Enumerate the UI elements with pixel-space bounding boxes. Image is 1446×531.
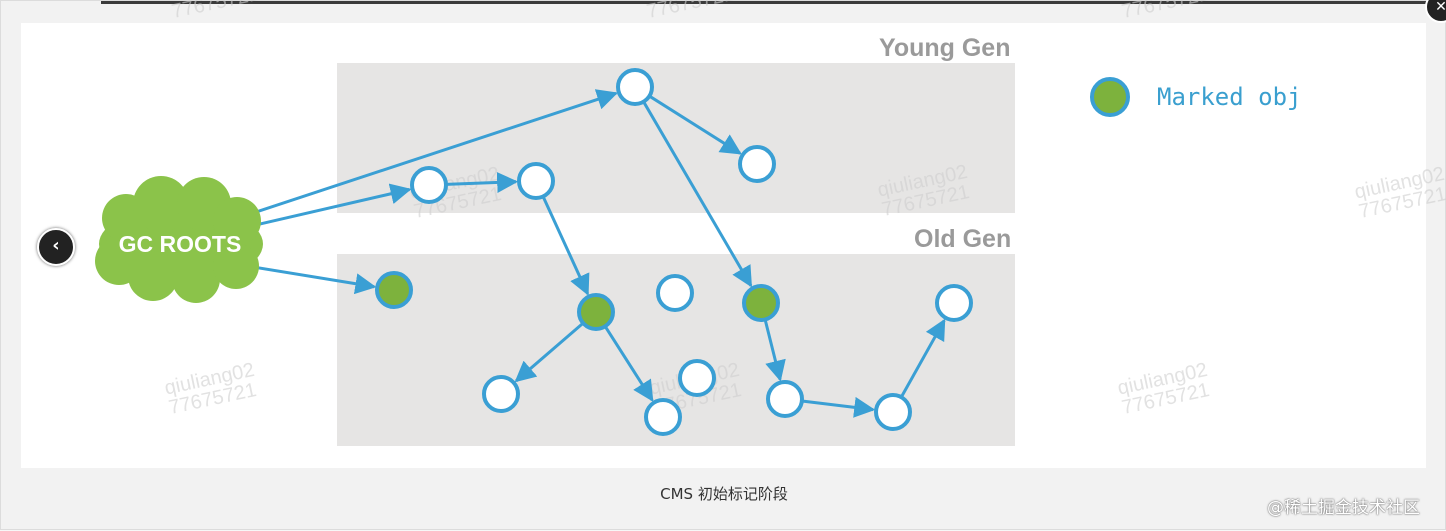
marked-object-node xyxy=(375,271,413,309)
edge-c-f xyxy=(541,195,590,296)
viewer-top-bar xyxy=(101,1,1431,4)
legend-marked-swatch xyxy=(1090,77,1130,117)
close-button[interactable]: ✕ xyxy=(1425,0,1446,23)
marked-object-node xyxy=(577,293,615,331)
object-node xyxy=(874,393,912,431)
object-node xyxy=(766,380,804,418)
site-watermark: @稀土掘金技术社区 xyxy=(1267,498,1420,518)
edge-l-m xyxy=(801,396,876,418)
previous-image-button[interactable]: ‹ xyxy=(37,228,75,266)
legend-label: Marked obj xyxy=(1157,83,1302,111)
edge-f-i xyxy=(514,321,585,383)
edge-a-h xyxy=(642,100,753,288)
object-nodes xyxy=(375,68,973,436)
edge-f-j xyxy=(603,325,654,402)
object-node xyxy=(410,166,448,204)
object-node xyxy=(678,359,716,397)
gc-roots-label: GC ROOTS xyxy=(119,231,242,257)
image-caption: CMS 初始标记阶段 xyxy=(660,485,788,503)
close-icon: ✕ xyxy=(1435,0,1446,15)
object-node xyxy=(656,274,694,312)
edge-b-c xyxy=(445,171,519,193)
chevron-left-icon: ‹ xyxy=(52,235,60,256)
old-gen-label: Old Gen xyxy=(914,225,1012,253)
marked-object-node xyxy=(742,284,780,322)
edge-roots-e xyxy=(246,264,377,295)
edge-h-l xyxy=(763,319,786,382)
object-node xyxy=(644,398,682,436)
edge-roots-b xyxy=(246,183,412,229)
young-gen-label: Young Gen xyxy=(879,34,1011,62)
object-node xyxy=(517,162,555,200)
edge-roots-a xyxy=(246,89,619,217)
edge-m-n xyxy=(899,318,946,398)
gc-roots-cloud: GC ROOTS xyxy=(95,176,263,303)
object-node xyxy=(616,68,654,106)
object-node xyxy=(482,375,520,413)
object-node xyxy=(935,284,973,322)
edge-a-d xyxy=(648,94,742,155)
young-gen-zone xyxy=(337,63,1015,213)
edges xyxy=(246,89,946,418)
object-node xyxy=(738,145,776,183)
